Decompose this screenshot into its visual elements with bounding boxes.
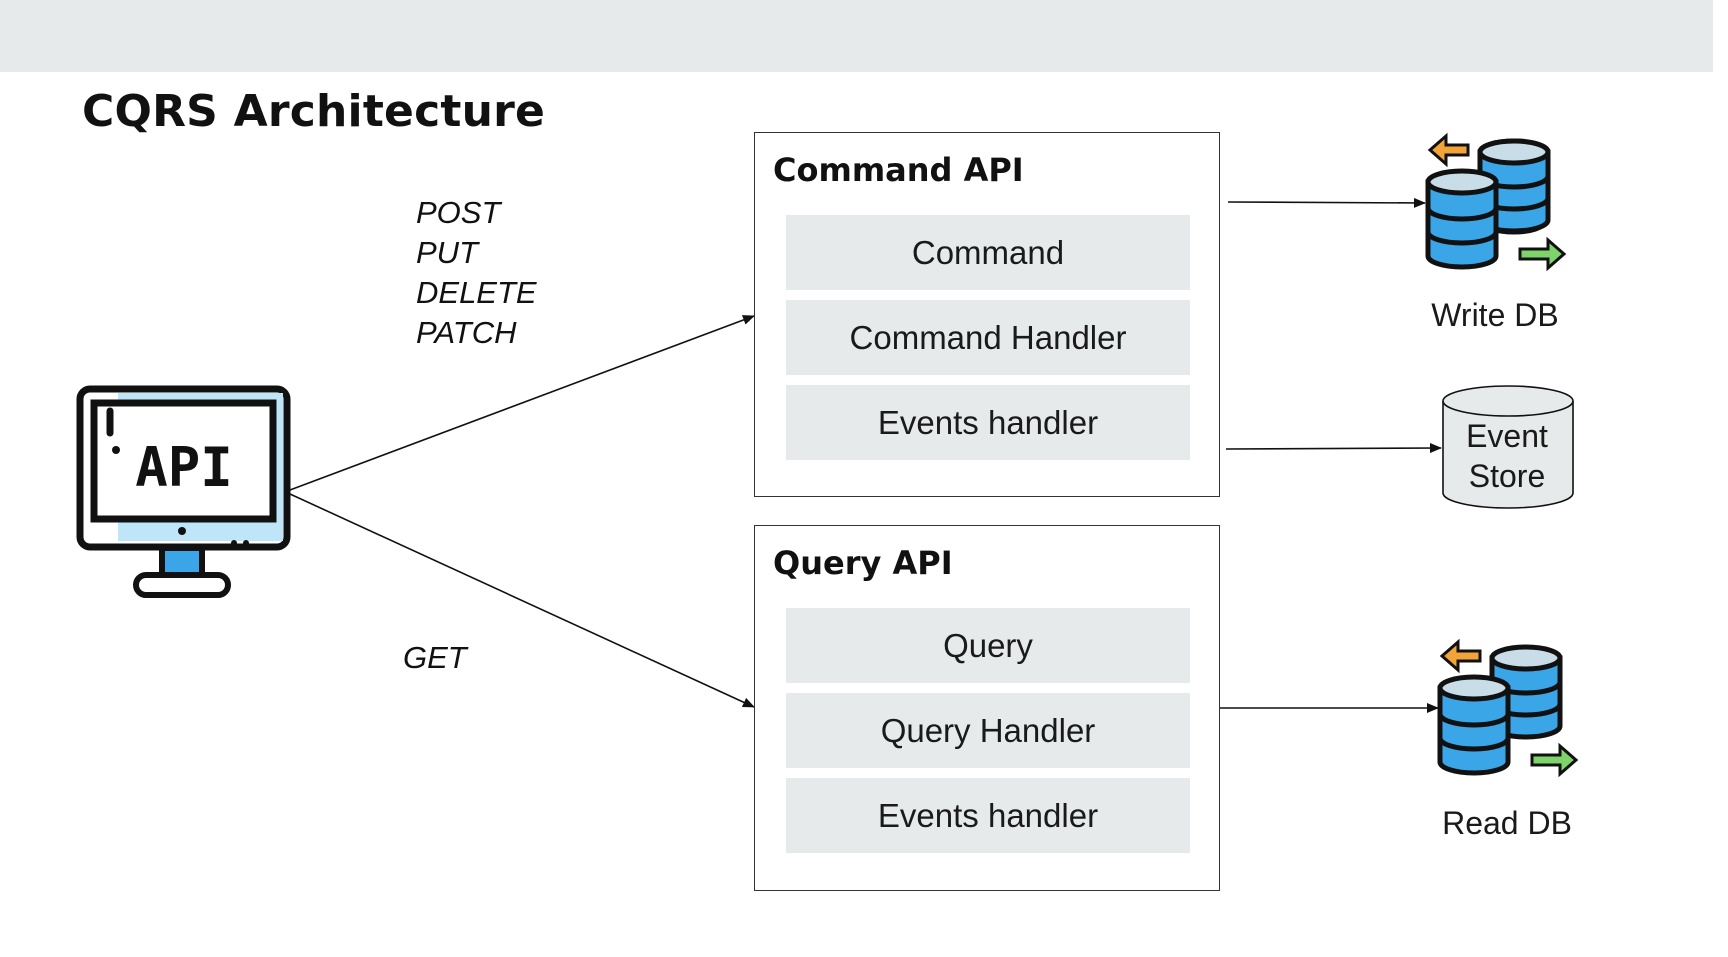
method-post: POST: [416, 195, 501, 230]
event-store-icon: [1442, 385, 1574, 509]
command-row: Command: [786, 215, 1190, 290]
command-api-title: Command API: [773, 151, 1024, 189]
page-title: CQRS Architecture: [82, 86, 546, 137]
query-handler-row: Query Handler: [786, 693, 1190, 768]
write-methods-list: POST PUT DELETE PATCH: [416, 193, 537, 353]
client-to-command-arrow: [289, 315, 755, 491]
query-api-title: Query API: [773, 544, 953, 582]
api-monitor-icon: API: [76, 385, 291, 598]
api-screen-text: API: [135, 436, 233, 499]
write-db-label: Write DB: [1431, 297, 1559, 333]
header-bar: [0, 0, 1713, 72]
command-to-write-db-arrow: [1227, 197, 1426, 208]
command-events-handler-row: Events handler: [786, 385, 1190, 460]
event-store-label-line2: Store: [1468, 458, 1546, 494]
client-to-query-arrow: [289, 493, 755, 708]
event-store-label: Event Store: [1440, 416, 1574, 496]
command-handler-row: Command Handler: [786, 300, 1190, 375]
method-put: PUT: [416, 235, 478, 270]
event-store-label-line1: Event: [1466, 418, 1548, 454]
method-delete: DELETE: [416, 275, 537, 310]
query-events-handler-row: Events handler: [786, 778, 1190, 853]
method-get: GET: [403, 640, 467, 675]
query-row: Query: [786, 608, 1190, 683]
write-db-icon: [1425, 132, 1567, 272]
command-to-event-store-arrow: [1225, 443, 1442, 454]
read-db-label: Read DB: [1442, 805, 1572, 841]
method-patch: PATCH: [416, 315, 517, 350]
query-api-box: Query API Query Query Handler Events han…: [754, 525, 1220, 891]
read-db-icon: [1437, 638, 1579, 778]
command-api-box: Command API Command Command Handler Even…: [754, 132, 1220, 497]
